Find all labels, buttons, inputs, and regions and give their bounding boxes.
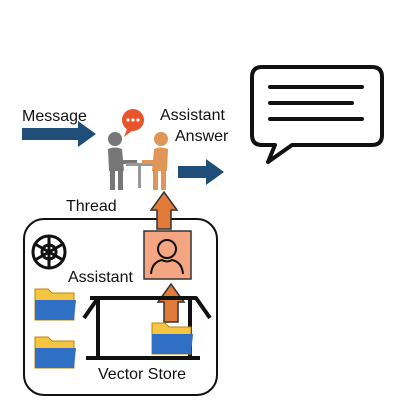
user-to-thread-arrow	[149, 190, 179, 230]
speech-bubble-icon	[250, 65, 384, 164]
user-silhouette-icon	[143, 230, 192, 280]
chat-dots-icon	[122, 109, 144, 137]
folder-icon	[34, 336, 76, 369]
vector-store-icon	[82, 296, 212, 360]
openai-logo-icon	[31, 234, 67, 270]
assistant-answer-label-line2: Answer	[175, 128, 229, 145]
store-to-user-arrow	[156, 282, 186, 323]
assistant-label: Assistant	[68, 269, 133, 286]
folder-icon	[151, 322, 193, 355]
message-arrow	[22, 121, 96, 147]
meeting-people-icon	[108, 132, 168, 190]
assistant-answer-label-line1: Assistant	[160, 107, 225, 124]
answer-arrow	[178, 159, 224, 185]
message-label: Message	[22, 108, 87, 125]
vector-store-label: Vector Store	[98, 366, 187, 383]
thread-label: Thread	[66, 198, 117, 215]
folder-icon	[34, 288, 76, 321]
